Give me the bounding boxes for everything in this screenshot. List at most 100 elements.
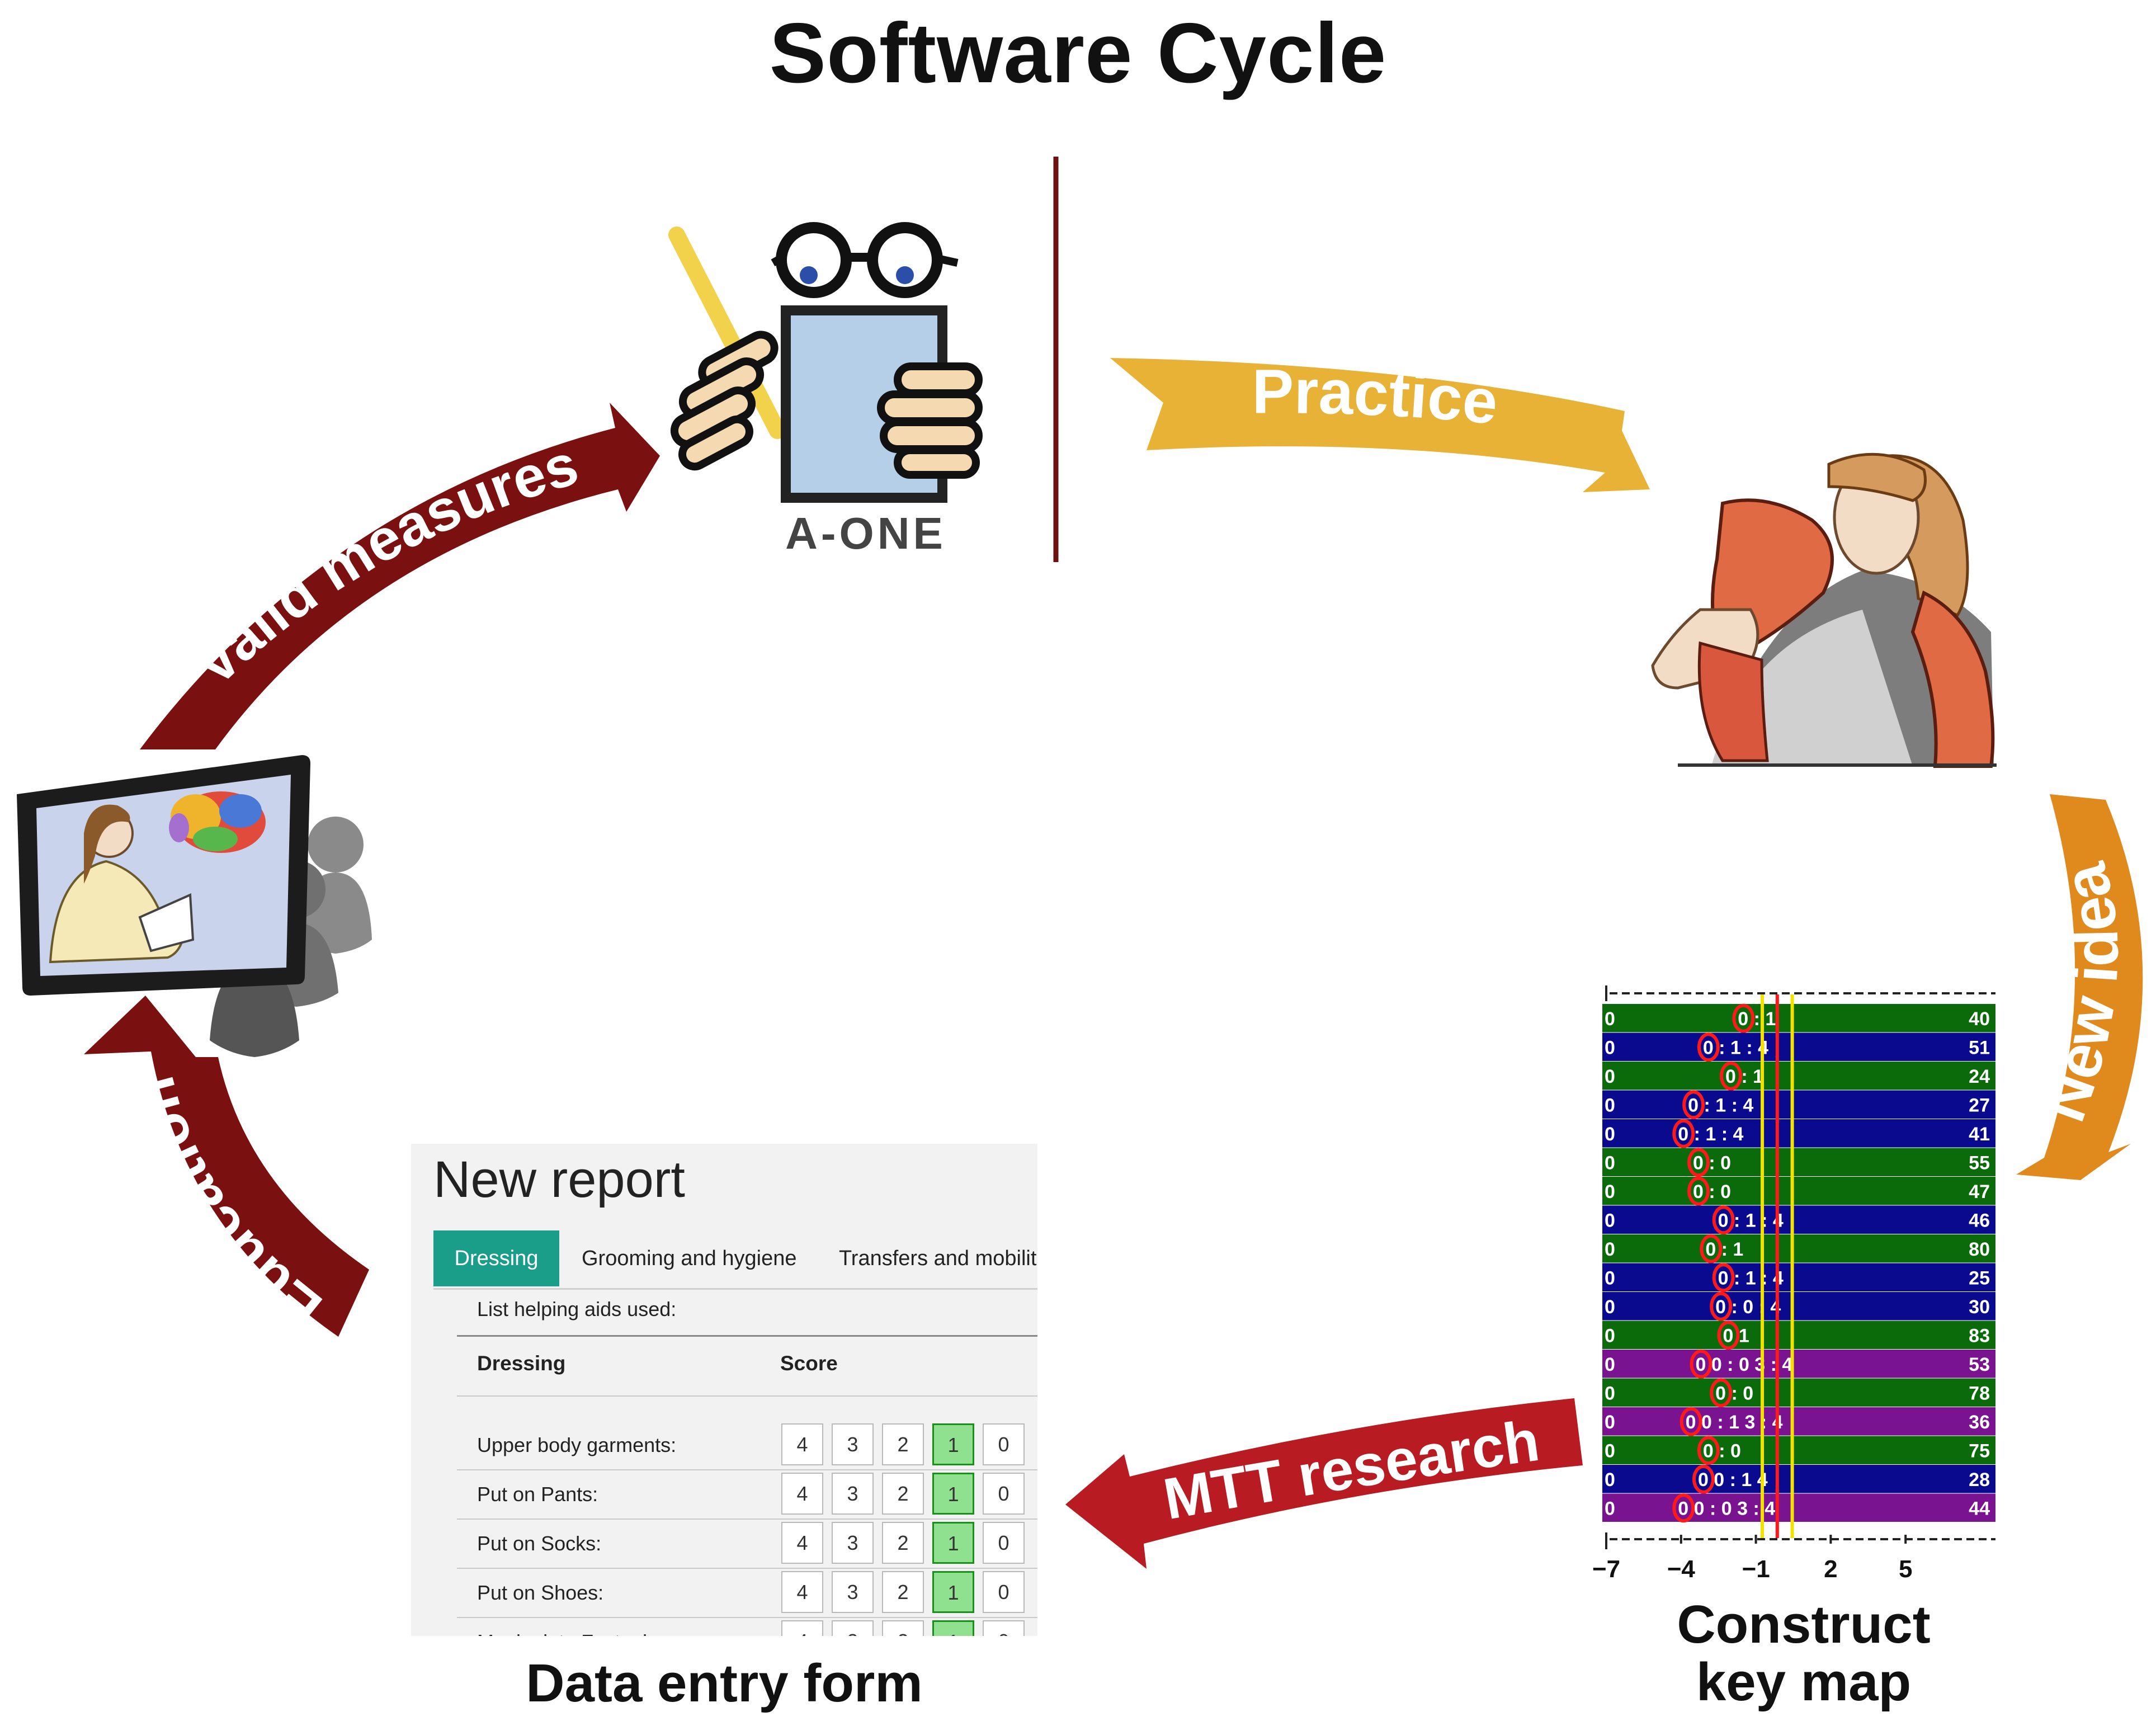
keymap-row-count: 41: [1969, 1124, 1990, 1145]
keymap-row-count: 51: [1969, 1038, 1990, 1059]
helping-aids-label: List helping aids used:: [477, 1298, 677, 1321]
score-option-button[interactable]: 3: [832, 1620, 874, 1636]
keymap-row-lead: 0: [1605, 1124, 1615, 1145]
keymap-row-text: 0 : 0: [1703, 1441, 1741, 1462]
keymap-row-marker: [1690, 1349, 1712, 1379]
keymap-row-text: 0 : 0: [1715, 1383, 1753, 1404]
keymap-row-marker: [1697, 1436, 1720, 1465]
keymap-row-marker: [1679, 1407, 1702, 1436]
keymap-row-band: [1602, 1350, 1995, 1378]
keymap-row-marker: [1697, 1032, 1720, 1062]
keymap-row-band: [1602, 1465, 1995, 1493]
keymap-row-lead: 0: [1605, 1095, 1615, 1116]
keymap-row-marker: [1710, 1378, 1733, 1408]
keymap-row-lead: 0: [1605, 1469, 1615, 1491]
score-option-button[interactable]: 4: [781, 1522, 823, 1564]
keymap-row-count: 83: [1969, 1326, 1990, 1347]
form-tabs: Dressing Grooming and hygiene Transfers …: [433, 1230, 1037, 1286]
keymap-row-lead: 0: [1605, 1239, 1615, 1260]
score-option-button[interactable]: 4: [781, 1473, 823, 1515]
score-row-label: Put on Pants:: [477, 1483, 598, 1506]
score-option-button[interactable]: 0: [983, 1620, 1025, 1636]
tab-divider: [433, 1288, 1037, 1290]
keymap-row-count: 46: [1969, 1210, 1990, 1232]
keymap-row-band: [1602, 1436, 1995, 1464]
score-option-button[interactable]: 2: [882, 1620, 924, 1636]
keymap-row-lead: 0: [1605, 1066, 1615, 1087]
brain-icon: [169, 791, 266, 853]
score-option-button[interactable]: 2: [882, 1522, 924, 1564]
keymap-row-count: 27: [1969, 1095, 1990, 1116]
keymap-row-count: 47: [1969, 1181, 1990, 1202]
keymap-row-lead: 0: [1605, 1326, 1615, 1347]
keymap-row-text: 0 : 1: [1725, 1066, 1763, 1087]
score-option-button[interactable]: 1: [932, 1571, 974, 1613]
score-option-button[interactable]: 4: [781, 1423, 823, 1465]
keymap-row-band: [1602, 1292, 1995, 1321]
valid-measures-label: Valid measures: [182, 432, 585, 698]
valid-measures-arrow: [140, 403, 660, 749]
keymap-row-text: 0 : 1 : 4: [1718, 1210, 1784, 1232]
score-row-label: Put on Socks:: [477, 1532, 602, 1555]
keymap-axis-tick-label: −1: [1742, 1555, 1770, 1583]
row-divider: [457, 1518, 1037, 1520]
keymap-row-count: 28: [1969, 1469, 1990, 1491]
keymap-row-count: 25: [1969, 1268, 1990, 1289]
education-tablet-illustration: [17, 755, 372, 1057]
keymap-row-text: 0 : 1 : 4: [1703, 1038, 1768, 1059]
score-option-button[interactable]: 1: [932, 1522, 974, 1564]
score-option-button[interactable]: 2: [882, 1423, 924, 1465]
keymap-row-marker: [1672, 1493, 1695, 1523]
keymap-row-marker: [1700, 1234, 1723, 1263]
score-option-button[interactable]: 2: [882, 1473, 924, 1515]
score-option-button[interactable]: 1: [932, 1620, 974, 1636]
keymap-row-lead: 0: [1605, 1498, 1615, 1520]
keymap-row-count: 78: [1969, 1383, 1990, 1404]
keymap-row-text: 0 0 : 1 4: [1698, 1469, 1768, 1491]
score-option-button[interactable]: 4: [781, 1571, 823, 1613]
score-option-button[interactable]: 0: [983, 1473, 1025, 1515]
score-row-label: Put on Shoes:: [477, 1581, 604, 1604]
tab-transfers-and-mobility[interactable]: Transfers and mobilit: [839, 1247, 1037, 1270]
score-option-button[interactable]: 3: [832, 1423, 874, 1465]
tab-grooming-and-hygiene[interactable]: Grooming and hygiene: [582, 1247, 797, 1270]
keymap-row-lead: 0: [1605, 1441, 1615, 1462]
score-option-button[interactable]: 3: [832, 1571, 874, 1613]
score-row-label: Manipulate Fastenings:: [477, 1630, 685, 1636]
keymap-row-band: [1602, 1234, 1995, 1263]
score-option-button[interactable]: 2: [882, 1571, 924, 1613]
keymap-row-band: [1602, 1062, 1995, 1090]
keymap-row-text: 0 : 1: [1705, 1239, 1743, 1260]
column-header-score: Score: [780, 1352, 838, 1375]
keymap-row-marker: [1732, 1003, 1755, 1033]
keymap-row-marker: [1720, 1061, 1742, 1091]
score-option-button[interactable]: 1: [932, 1473, 974, 1515]
practice-label: Practice: [1252, 356, 1501, 437]
tab-dressing[interactable]: Dressing: [433, 1230, 559, 1286]
keymap-row-text: 0 : 1 : 4: [1718, 1268, 1784, 1289]
keymap-row-marker: [1687, 1148, 1710, 1177]
score-option-button[interactable]: 0: [983, 1522, 1025, 1564]
keymap-axis-tick-label: −7: [1592, 1555, 1620, 1583]
score-row-label: Upper body garments:: [477, 1433, 677, 1456]
keymap-row-count: 80: [1969, 1239, 1990, 1260]
score-option-button[interactable]: 1: [932, 1423, 974, 1465]
keymap-row-count: 53: [1969, 1354, 1990, 1375]
keymap-caption-line1: Construct: [1677, 1595, 1931, 1654]
row-divider: [457, 1568, 1037, 1569]
score-option-button[interactable]: 3: [832, 1522, 874, 1564]
score-option-button[interactable]: 3: [832, 1473, 874, 1515]
header-divider: [457, 1395, 1037, 1397]
keymap-row-marker: [1717, 1321, 1740, 1350]
score-option-button[interactable]: 0: [983, 1571, 1025, 1613]
form-caption: Data entry form: [526, 1653, 923, 1713]
keymap-row-text: 0 : 1 : 4: [1678, 1124, 1743, 1145]
keymap-row-band: [1602, 1205, 1995, 1234]
score-option-button[interactable]: 4: [781, 1620, 823, 1636]
keymap-row-count: 40: [1969, 1008, 1990, 1030]
keymap-row-text: 0 : 0: [1693, 1153, 1731, 1174]
keymap-row-count: 55: [1969, 1153, 1990, 1174]
score-option-button[interactable]: 0: [983, 1423, 1025, 1465]
